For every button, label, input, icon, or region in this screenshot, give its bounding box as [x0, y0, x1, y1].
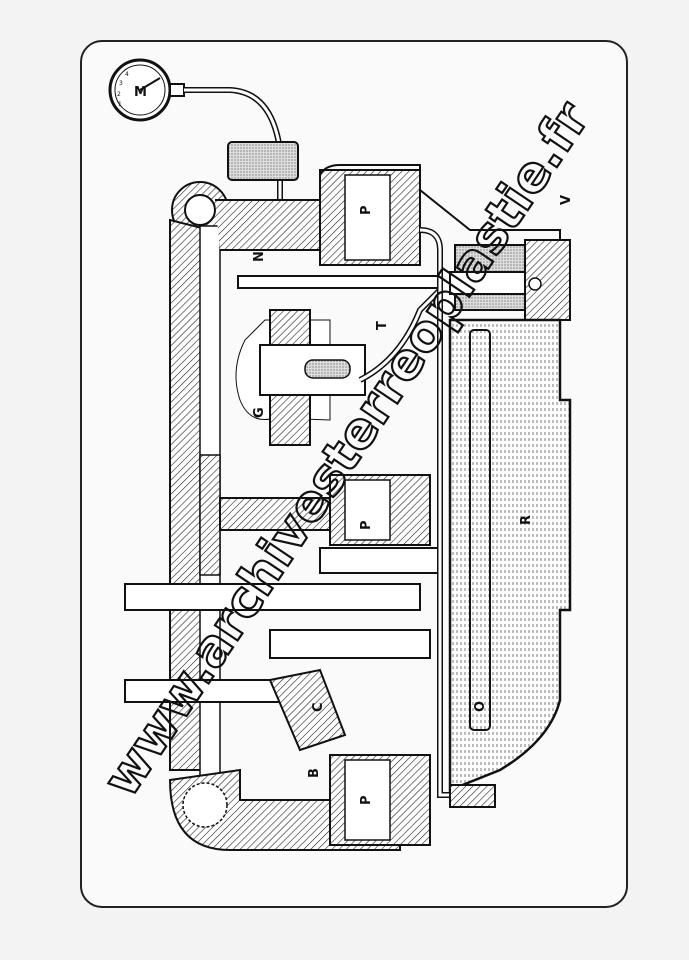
oil-tube — [359, 288, 442, 382]
label-n: N — [252, 251, 267, 262]
label-t: T — [375, 321, 390, 330]
crankcase — [168, 181, 401, 851]
oil-pump: G — [235, 309, 366, 446]
control-rod — [237, 275, 439, 289]
oil-reservoir: R O — [448, 318, 572, 808]
crank-web — [269, 629, 431, 659]
bearing-middle: P — [329, 474, 431, 546]
label-p-bottom: P — [359, 795, 374, 805]
label-r: R — [519, 515, 534, 525]
crankshaft — [124, 583, 421, 611]
label-p-middle: P — [359, 520, 374, 530]
crank-web — [319, 547, 441, 574]
gauge-tick: 1 — [118, 101, 122, 108]
label-c: C — [311, 702, 326, 712]
label-p-top: P — [359, 205, 374, 215]
oil-cup — [227, 141, 299, 181]
label-o: O — [473, 701, 488, 712]
gauge-tick: 3 — [119, 80, 123, 87]
bearing-top: P — [319, 169, 421, 266]
label-b: B — [307, 768, 322, 778]
oil-filter — [469, 329, 491, 731]
label-g: G — [252, 407, 267, 418]
label-v: V — [559, 195, 574, 205]
valve-assembly: V — [449, 195, 574, 321]
crank-c — [268, 668, 347, 752]
label-m: M — [134, 85, 147, 100]
oil-main-line — [419, 228, 455, 797]
gauge-tick: 2 — [117, 91, 121, 98]
gauge-tick: 4 — [125, 71, 129, 78]
bearing-bottom: P — [329, 754, 431, 846]
